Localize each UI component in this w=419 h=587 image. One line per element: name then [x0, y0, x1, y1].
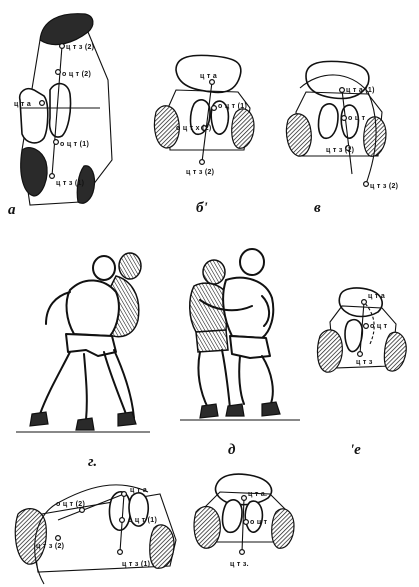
- point-cot2: [56, 70, 61, 75]
- foot-bottom-dark-left: [21, 148, 47, 196]
- label-cts1-v: ц т з (1): [326, 147, 354, 154]
- label-cts2-b: ц т з (2): [186, 169, 214, 176]
- panel-e: ц т а о ц т ц т з 'е: [318, 288, 407, 458]
- legs-d: [198, 350, 272, 408]
- panel-letter-b: б': [196, 200, 208, 216]
- point-cts1: [50, 174, 55, 179]
- panel-letter-e: 'е: [350, 442, 361, 458]
- foot-left-white: [20, 89, 48, 143]
- point-cot-v: [342, 116, 347, 121]
- panel-a: ц т з (2) о ц т (2) ц т а о ц т (1) ц т …: [8, 14, 112, 218]
- foot-mid-right-br: [245, 501, 262, 532]
- label-cts2-v: ц т з (2): [370, 183, 398, 190]
- point-cot-b: [212, 106, 217, 111]
- point-cts-b: [200, 160, 205, 165]
- label-cot2: о ц т (2): [62, 71, 91, 78]
- label-cta-bl: ц т а: [130, 487, 147, 494]
- point-cta-bl: [122, 492, 127, 497]
- point-cta-br: [242, 496, 247, 501]
- point-cot-br: [244, 520, 249, 525]
- foot-mid-e: [345, 320, 362, 352]
- point-cts-br: [240, 550, 245, 555]
- label-cot1-b: о ц т (1): [218, 103, 247, 110]
- panel-b: ц т а о ц т (1) о ц т х (2) ц т з (2) б': [154, 55, 254, 216]
- panel-letter-g: г.: [88, 454, 97, 470]
- panel-v: ц т а (1) о ц т ц т з (1) ц т з (2) в: [286, 61, 398, 216]
- panel-bottom-right: ц т а. о ц т ц т з.: [194, 474, 294, 568]
- foot-mid-left-br: [223, 500, 243, 532]
- label-cta-b: ц т а: [200, 73, 217, 80]
- label-cts2-bl: ц т з (2): [36, 543, 64, 550]
- foot-right-bl: [150, 525, 174, 568]
- point-cot-e: [364, 324, 369, 329]
- label-cot1-bl: о ц т (1): [128, 517, 157, 524]
- head-right-d: [240, 249, 264, 275]
- panel-g-wrestlers: г.: [16, 253, 150, 470]
- point-cta: [40, 101, 45, 106]
- foot-top-dark: [40, 14, 93, 45]
- foot-right-white: [50, 84, 71, 137]
- shorts-g: [66, 334, 116, 356]
- label-cts1-bl: ц т з (1): [122, 561, 150, 568]
- label-cot-br: о ц т: [250, 519, 268, 526]
- label-cta: ц т а: [14, 101, 31, 108]
- foot-left-v: [286, 114, 311, 156]
- label-cta1-v: ц т а (1): [346, 87, 375, 94]
- point-cts-e: [358, 352, 363, 357]
- legs-back-g: [104, 350, 134, 418]
- point-cts2-v: [364, 182, 369, 187]
- point-cot1-bl: [120, 518, 125, 523]
- foot-right-br: [272, 509, 294, 548]
- torso-front-g: [67, 280, 119, 336]
- point-cta-b: [210, 80, 215, 85]
- label-cts-br: ц т з.: [230, 561, 249, 568]
- point-cts1-bl: [118, 550, 123, 555]
- label-cotx2-b: о ц т х (2): [176, 125, 212, 132]
- point-cts2: [60, 44, 65, 49]
- label-cot2-bl: о ц т (2): [56, 501, 85, 508]
- legs-front-g: [40, 352, 87, 420]
- panel-letter-v: в: [314, 200, 321, 216]
- foot-left-e: [318, 330, 343, 372]
- panel-d-wrestlers: д: [180, 249, 300, 458]
- point-cot1: [54, 140, 59, 145]
- foot-left-bl: [15, 509, 46, 564]
- label-cot-v: о ц т: [348, 115, 366, 122]
- label-cta-e: ц т а: [368, 293, 385, 300]
- point-cta-v: [340, 88, 345, 93]
- label-cts1: ц т з (1): [56, 180, 84, 187]
- foot-mid-left-v: [319, 104, 339, 138]
- panel-letter-d: д: [228, 442, 236, 458]
- head-front-g: [93, 256, 115, 280]
- point-cts2-bl: [56, 536, 61, 541]
- head-left-d: [203, 260, 225, 284]
- shorts-d: [230, 336, 270, 358]
- foot-right-b: [232, 109, 254, 148]
- panel-letter-a: а: [8, 202, 16, 218]
- label-cot-e: о ц т: [370, 323, 388, 330]
- head-back-g: [119, 253, 141, 279]
- label-cta-br: ц т а.: [248, 491, 267, 498]
- torso-left-d: [190, 283, 228, 332]
- label-cot1: о ц т (1): [60, 141, 89, 148]
- shorts-left-d: [196, 330, 228, 352]
- point-cta-e: [362, 300, 367, 305]
- shoes-g: [30, 412, 136, 430]
- foot-mid-left-bl: [110, 492, 131, 530]
- panel-bottom-left: ц т а о ц т (2) о ц т (1) ц т з (2) ц т …: [15, 485, 176, 584]
- shoes-d: [200, 402, 280, 418]
- point-cot2-bl: [80, 508, 85, 513]
- axis-br: [242, 498, 244, 552]
- foot-right-e: [384, 332, 406, 371]
- foot-left-br: [194, 507, 220, 549]
- label-cts-e: ц т з: [356, 359, 373, 366]
- label-cts2: ц т з (2): [66, 44, 94, 51]
